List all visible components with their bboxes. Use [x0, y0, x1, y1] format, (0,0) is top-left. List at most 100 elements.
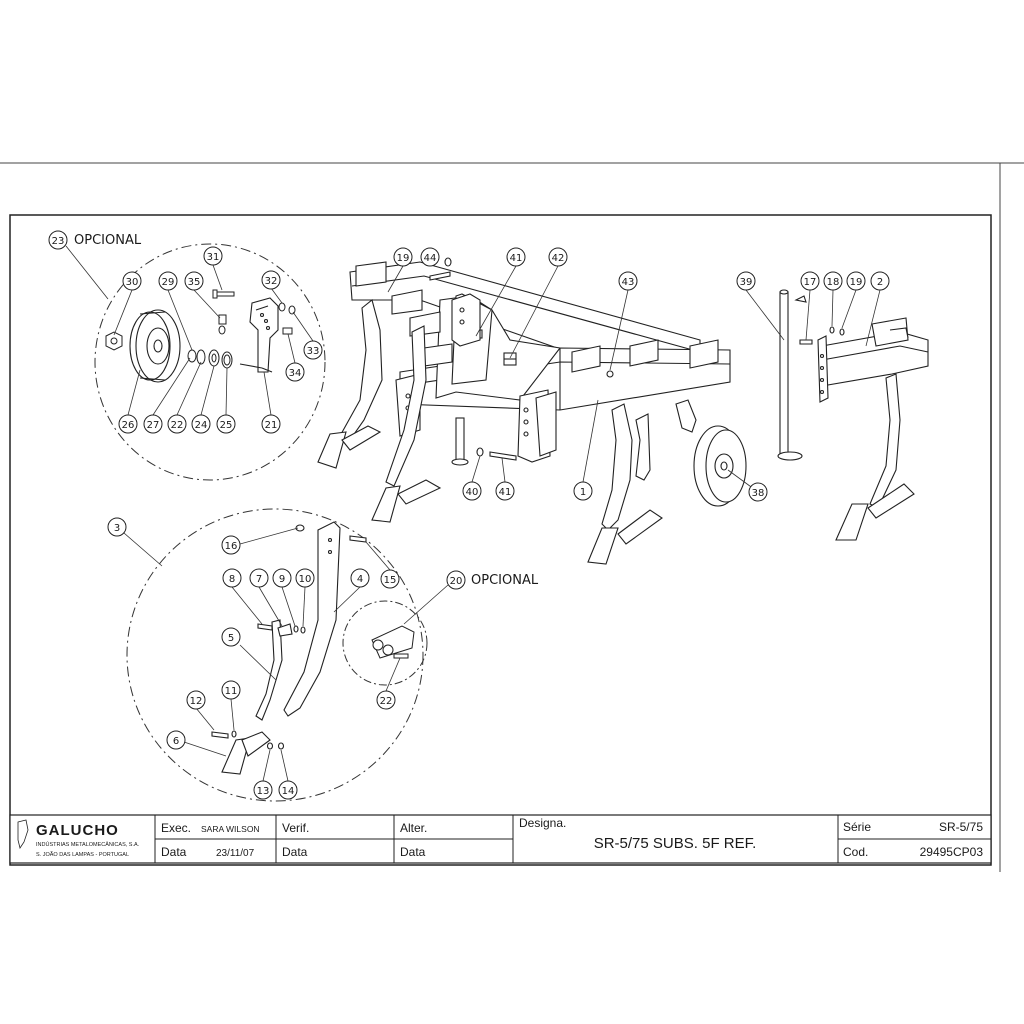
opcional-label-20: OPCIONAL: [471, 573, 539, 588]
callout-27: 25: [216, 367, 236, 434]
callout-26: 24: [191, 365, 215, 434]
svg-text:14: 14: [282, 786, 295, 797]
company-line2: S. JOÃO DAS LAMPAS - PORTUGAL: [36, 851, 129, 858]
callout-44: 44: [420, 247, 440, 267]
callout-6: 6: [166, 730, 227, 757]
exec-data-label: Data: [161, 845, 187, 859]
callout-36: 35: [184, 271, 221, 319]
svg-text:20: 20: [450, 576, 463, 587]
svg-text:6: 6: [173, 736, 179, 747]
callout-8: 8: [222, 568, 263, 625]
hub-parts: [187, 349, 233, 369]
svg-text:29: 29: [162, 277, 175, 288]
svg-text:23: 23: [52, 236, 65, 247]
optional-group-20: 20 OPCIONAL 22: [342, 570, 539, 710]
callout-20: 20: [446, 570, 466, 590]
callout-43: 43: [609, 271, 638, 371]
svg-text:39: 39: [740, 277, 753, 288]
wing-parts: [371, 625, 415, 659]
callout-9: 9: [272, 568, 296, 627]
svg-text:25: 25: [220, 420, 233, 431]
detail-group-3: 3 16 8 7: [107, 508, 424, 802]
svg-text:41: 41: [510, 253, 523, 264]
svg-text:12: 12: [190, 696, 203, 707]
svg-text:9: 9: [279, 574, 285, 585]
callout-17: 17: [800, 271, 820, 341]
alter-data-label: Data: [400, 845, 426, 859]
company-name: GALUCHO: [36, 822, 119, 839]
svg-text:8: 8: [229, 574, 235, 585]
svg-text:19: 19: [397, 253, 410, 264]
callout-14: 14: [278, 749, 298, 800]
svg-text:13: 13: [257, 786, 270, 797]
svg-text:27: 27: [147, 420, 160, 431]
callout-35: 34: [285, 333, 305, 382]
svg-text:42: 42: [552, 253, 565, 264]
bolt-part: [212, 289, 235, 299]
callout-40: 41: [495, 457, 515, 501]
svg-text:24: 24: [195, 420, 208, 431]
svg-text:35: 35: [188, 277, 201, 288]
callout-38: 39: [736, 271, 785, 341]
svg-text:4: 4: [357, 574, 363, 585]
callout-1: 1: [573, 399, 599, 501]
fastener-parts: [278, 302, 296, 335]
callout-13: 13: [253, 749, 273, 800]
callout-2: 2: [865, 271, 890, 347]
callout-42: 42: [509, 247, 568, 359]
callout-41: 41: [475, 247, 526, 337]
callout-18: 18: [823, 271, 843, 327]
callout-25: 22: [167, 361, 202, 434]
cod-value: 29495CP03: [920, 845, 984, 859]
callout-30: 29: [158, 271, 193, 351]
callout-16: 16: [221, 527, 299, 555]
optional-group-23: 23 OPCIONAL: [48, 230, 326, 481]
callout-29: 27: [143, 357, 191, 434]
callout-28: 26: [118, 369, 141, 434]
group-23-boundary: [94, 243, 326, 481]
svg-text:26: 26: [122, 420, 135, 431]
wheel-arm-part: [239, 297, 279, 373]
svg-text:16: 16: [225, 541, 238, 552]
callout-15: 15: [365, 541, 400, 589]
designa-label: Designa.: [519, 816, 566, 830]
svg-text:21: 21: [265, 420, 278, 431]
exec-date-value: 23/11/07: [216, 848, 255, 859]
designa-value: SR-5/75 SUBS. 5F REF.: [594, 835, 757, 852]
drawing-border: [9, 214, 992, 866]
nut-part: [105, 331, 123, 351]
svg-text:30: 30: [126, 277, 139, 288]
svg-text:18: 18: [827, 277, 840, 288]
callout-21: 22: [376, 657, 401, 710]
svg-text:10: 10: [299, 574, 312, 585]
verif-data-label: Data: [282, 845, 308, 859]
subsoiler-main-assembly: [317, 257, 929, 565]
shank-parts: [211, 521, 367, 775]
serie-label: Série: [843, 820, 871, 834]
verif-label: Verif.: [282, 821, 309, 835]
callout-24: 21: [261, 371, 281, 434]
callout-11: 11: [221, 680, 241, 731]
title-block: GALUCHO INDÚSTRIAS METALOMECÂNICAS, S.A.…: [9, 814, 992, 864]
exec-label: Exec.: [161, 821, 191, 835]
group-3-boundary: [126, 508, 424, 802]
svg-text:43: 43: [622, 277, 635, 288]
callout-10: 10: [295, 568, 315, 627]
svg-text:40: 40: [466, 487, 479, 498]
callout-23: 23: [48, 230, 68, 250]
callout-34: 33: [292, 311, 323, 360]
cod-label: Cod.: [843, 845, 868, 859]
callout-4: 4: [333, 568, 370, 613]
svg-text:22: 22: [171, 420, 184, 431]
svg-text:15: 15: [384, 575, 397, 586]
svg-text:1: 1: [580, 487, 586, 498]
gauge-wheel-part: [129, 309, 181, 383]
svg-text:19: 19: [850, 277, 863, 288]
svg-text:22: 22: [380, 696, 393, 707]
svg-text:11: 11: [225, 686, 238, 697]
group-20-boundary: [342, 600, 428, 686]
serie-value: SR-5/75: [939, 820, 983, 834]
svg-text:34: 34: [289, 368, 302, 379]
callout-19: 19: [841, 271, 866, 329]
